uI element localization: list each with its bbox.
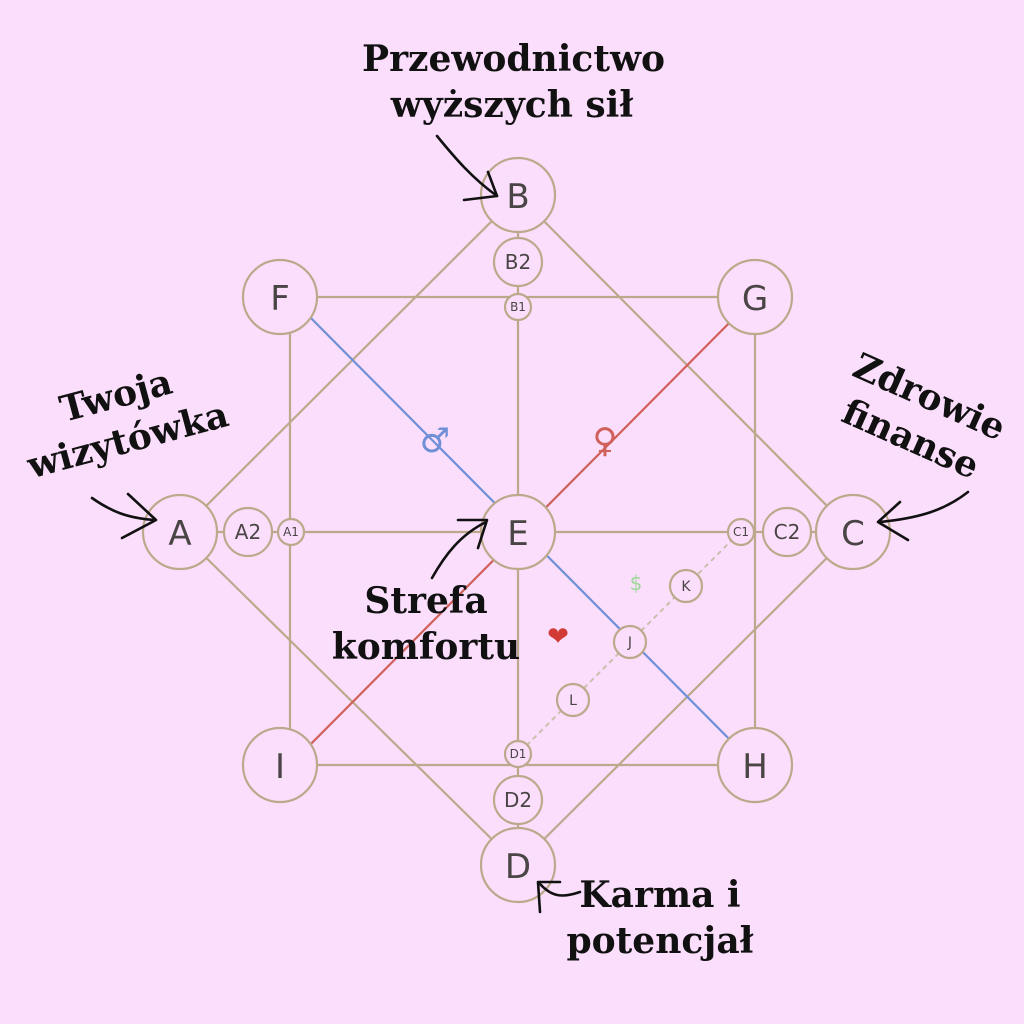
annotation-top: Przewodnictwo wyższych sił [362,36,665,128]
svg-text:J: J [627,635,632,651]
female-symbol-icon: ♀ [593,421,618,461]
svg-text:L: L [569,693,577,709]
svg-text:C1: C1 [733,525,749,539]
svg-text:A2: A2 [235,520,261,544]
svg-text:D1: D1 [510,747,527,761]
annotation-top-line1: Przewodnictwo [362,38,665,80]
node-k: K [668,568,704,604]
male-symbol-icon: ♂ [420,421,450,461]
svg-text:B: B [506,177,529,217]
annotation-bottom-line1: Karma i [579,874,741,916]
svg-text:K: K [681,579,691,595]
arrow-to-c-icon [876,490,970,542]
node-c: C [814,493,892,571]
node-e: E [479,493,557,571]
node-b1: B1 [503,292,533,322]
annotation-center: Strefa komfortu [326,578,526,670]
arrow-to-e-icon [430,518,489,580]
svg-text:D: D [505,847,531,887]
svg-text:C2: C2 [774,520,801,544]
svg-text:I: I [275,747,285,787]
svg-text:D2: D2 [504,788,532,812]
svg-text:A: A [168,514,191,554]
arrow-to-d-icon [536,880,582,914]
heart-icon: ❤ [547,622,569,652]
node-f: F [241,258,319,336]
node-c1: C1 [726,517,756,547]
node-i: I [241,726,319,804]
node-a2: A2 [222,506,274,558]
svg-text:F: F [270,279,290,319]
arrow-to-a-icon [90,492,158,540]
annotation-top-line2: wyższych sił [390,84,634,126]
svg-text:C: C [841,514,865,554]
svg-text:G: G [742,279,768,319]
diamond-d-a-line [179,531,519,866]
svg-text:E: E [507,514,528,554]
svg-text:A1: A1 [283,525,299,539]
diamond-a-b-line [179,194,519,533]
diamond-b-c-line [517,194,854,533]
node-b2: B2 [492,236,544,288]
diamond-c-d-line [517,531,854,866]
node-l: L [555,682,591,718]
node-d2: D2 [492,774,544,826]
node-c2: C2 [761,506,813,558]
node-a: A [141,493,219,571]
arrow-to-b-icon [435,134,499,202]
svg-text:B1: B1 [510,300,526,314]
dollar-icon: $ [630,571,643,595]
node-d: D [479,826,557,904]
node-b: B [479,156,557,234]
annotation-bottom: Karma i potencjał [560,872,760,964]
annotation-center-line2: komfortu [331,626,521,668]
svg-text:H: H [742,747,768,787]
node-h: H [716,726,794,804]
svg-text:B2: B2 [505,250,531,274]
node-a1: A1 [276,517,306,547]
node-d1: D1 [503,739,533,769]
annotation-center-line1: Strefa [364,580,488,622]
node-j: J [612,624,648,660]
annotation-bottom-line2: potencjał [566,920,754,962]
node-g: G [716,258,794,336]
